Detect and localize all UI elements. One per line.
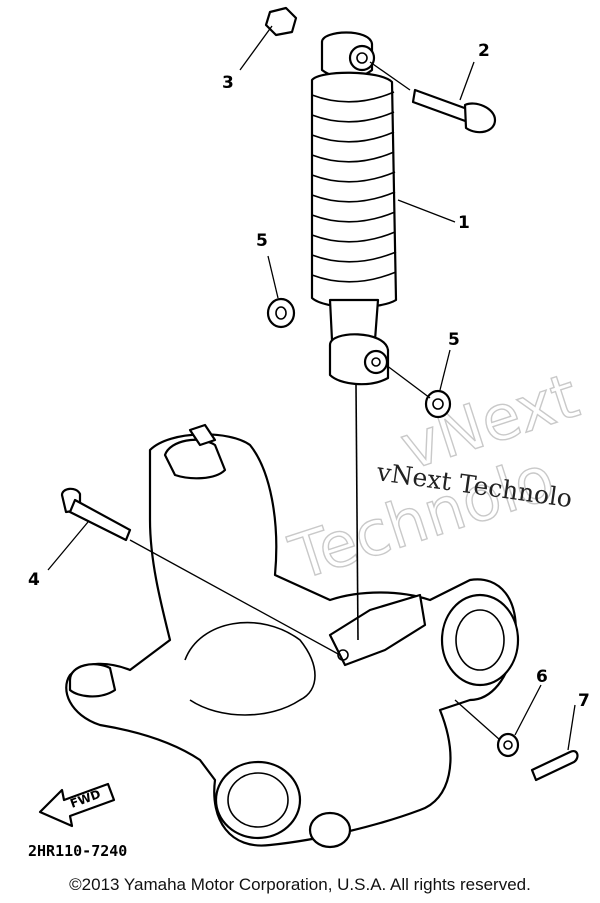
washer-left xyxy=(266,297,296,329)
callout-3: 3 xyxy=(222,73,234,93)
callout-5-right: 5 xyxy=(448,330,460,350)
callout-1: 1 xyxy=(458,213,470,233)
parts-diagram: vNext Technolo vNext Technolo xyxy=(28,6,590,860)
shock-absorber xyxy=(310,31,398,641)
callout-4: 4 xyxy=(28,570,40,590)
fwd-arrow-icon: FWD xyxy=(38,782,116,828)
washer-swingarm xyxy=(496,732,520,758)
callout-2: 2 xyxy=(478,41,490,61)
bolt-lower xyxy=(60,487,132,542)
leader-lines xyxy=(47,25,576,751)
spring-coils xyxy=(310,71,398,309)
bolt-upper xyxy=(411,88,497,134)
nut-upper xyxy=(264,6,298,37)
cotter-pin xyxy=(530,750,579,782)
callout-6: 6 xyxy=(536,667,548,687)
callouts: 1 2 3 4 5 5 6 7 xyxy=(28,41,590,711)
washer-right xyxy=(424,389,452,419)
copyright-notice: ©2013 Yamaha Motor Corporation, U.S.A. A… xyxy=(69,875,531,894)
callout-5-left: 5 xyxy=(256,231,268,251)
diagram-code: 2HR110-7240 xyxy=(28,842,127,860)
swingarm xyxy=(65,423,520,849)
callout-7: 7 xyxy=(578,691,590,711)
